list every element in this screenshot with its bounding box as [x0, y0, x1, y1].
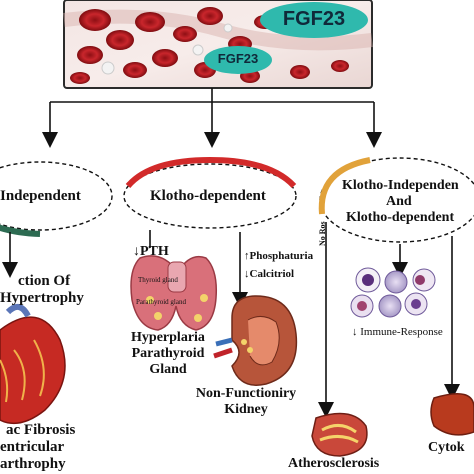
atherosclerosis-label: Atherosclerosis [288, 456, 380, 471]
vessel-illustration [311, 412, 368, 457]
connector-lines [42, 88, 382, 148]
phosphaturia-label: ↑Phosphaturia [244, 250, 314, 262]
left-outcome-line3: arthrophy [0, 456, 66, 472]
left-outcome-line2: entricular [0, 439, 65, 455]
kidney-line1: Non-Functioniry [195, 386, 297, 401]
thyroid-gland-label: Thyroid gland [138, 276, 178, 284]
gland-line1: Hyperplaria [131, 330, 205, 345]
liver-illustration [430, 393, 474, 436]
branch-middle-shape [123, 156, 297, 229]
fgf23-badge-large [260, 2, 368, 38]
gland-line2: Parathyroid [131, 346, 205, 361]
branch-right-title-2: And [386, 194, 412, 209]
downstream-arrows [2, 222, 460, 418]
white-blood-cells [101, 23, 233, 75]
left-effect-line2: Hypertrophy [0, 290, 84, 306]
no-ros-label: No Ros [318, 221, 327, 246]
pth-label: ↓PTH [133, 244, 169, 259]
immune-response-label: ↓ Immune-Response [352, 326, 443, 338]
fgf23-badge-small [204, 46, 272, 74]
cytokine-label: Cytok [428, 440, 465, 455]
branch-right-shape [318, 157, 474, 243]
fgf23-label-large: FGF23 [282, 8, 346, 30]
branch-middle-title: Klotho-dependent [150, 188, 266, 204]
banner-image [63, 0, 373, 89]
immune-cells-illustration [350, 267, 436, 318]
fgf23-label-small: FGF23 [217, 51, 259, 66]
branch-right-title-1: Klotho-Independen [342, 178, 459, 193]
red-blood-cells [70, 7, 349, 84]
kidney-illustration [213, 295, 298, 386]
branch-right-title-3: Klotho-dependent [346, 210, 455, 225]
left-outcome-line1: ac Fibrosis [6, 422, 76, 438]
heart-illustration [0, 303, 66, 425]
thyroid-illustration [130, 255, 218, 331]
kidney-line2: Kidney [224, 402, 268, 417]
branch-left-title: Independent [0, 188, 81, 204]
left-effect-line1: ction Of [18, 273, 71, 289]
branch-left-shape [0, 161, 113, 237]
calcitriol-label: ↓Calcitriol [244, 268, 295, 280]
gland-line3: Gland [149, 362, 187, 377]
parathyroid-gland-label: Parathyroid gland [136, 298, 186, 306]
